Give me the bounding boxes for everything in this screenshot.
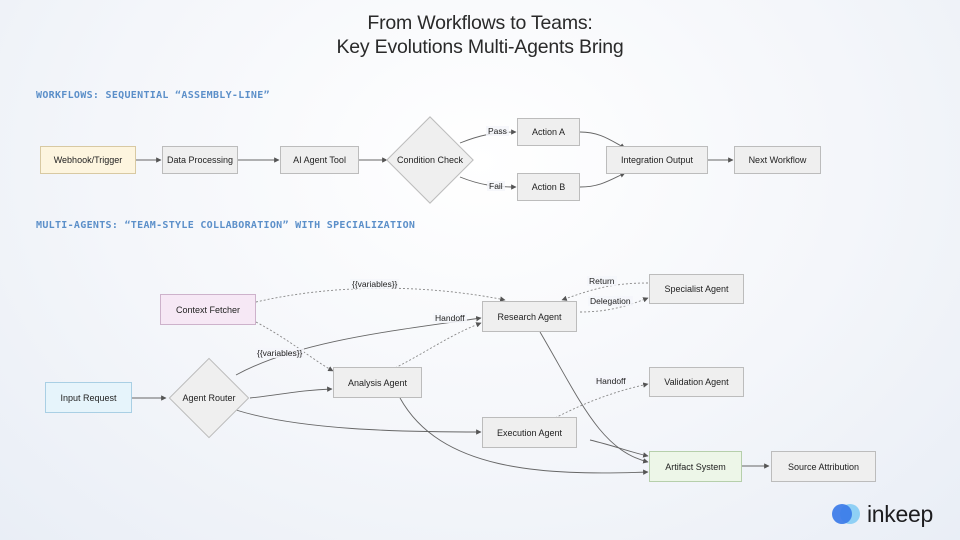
- edge-label-variables-mid: {{variables}}: [255, 348, 305, 358]
- node-analysis-agent: Analysis Agent: [333, 367, 422, 398]
- node-artifact-system: Artifact System: [649, 451, 742, 482]
- edge-context-to-research: [255, 287, 506, 303]
- logo-text: inkeep: [867, 500, 933, 527]
- edge-execution-handoff-validation: [554, 382, 649, 419]
- diagram-title-line1: From Workflows to Teams:: [367, 12, 593, 34]
- cloud-logo-icon: [832, 504, 860, 524]
- edge-context-to-analysis: [255, 321, 334, 372]
- edge-label-pass: Pass: [486, 126, 509, 136]
- edge-router-to-execution: [235, 409, 482, 435]
- node-agent-router: Agent Router: [167, 357, 251, 439]
- node-validation-agent: Validation Agent: [649, 367, 744, 397]
- edge-label-variables-top: {{variables}}: [350, 279, 400, 289]
- inkeep-logo: inkeep: [831, 500, 933, 528]
- node-action-b: Action B: [517, 173, 580, 201]
- node-condition-check: Condition Check: [386, 115, 474, 205]
- node-webhook-trigger: Webhook/Trigger: [40, 146, 136, 174]
- node-data-processing: Data Processing: [162, 146, 238, 174]
- node-integration-output: Integration Output: [606, 146, 708, 174]
- edge-label-handoff-research: Handoff: [433, 313, 467, 323]
- node-next-workflow: Next Workflow: [734, 146, 821, 174]
- edge-label-handoff-validation: Handoff: [594, 376, 628, 386]
- edge-router-to-analysis: [249, 386, 333, 399]
- diagram-title-line2: Key Evolutions Multi-Agents Bring: [336, 36, 624, 58]
- agent-router-label: Agent Router: [182, 393, 236, 403]
- edge-research-delegation: [579, 297, 649, 313]
- section-label-workflows: WORKFLOWS: SEQUENTIAL “ASSEMBLY-LINE”: [36, 90, 270, 101]
- node-research-agent: Research Agent: [482, 301, 577, 332]
- edge-analysis-to-artifact: [399, 397, 649, 475]
- edge-label-return: Return: [587, 276, 617, 286]
- node-ai-agent-tool: AI Agent Tool: [280, 146, 359, 174]
- edge-action-b-to-integration: [579, 172, 626, 188]
- node-context-fetcher: Context Fetcher: [160, 294, 256, 325]
- node-specialist-agent: Specialist Agent: [649, 274, 744, 304]
- edge-execution-to-artifact: [589, 439, 649, 458]
- node-source-attribution: Source Attribution: [771, 451, 876, 482]
- edge-label-fail: Fail: [487, 181, 505, 191]
- node-action-a: Action A: [517, 118, 580, 146]
- edge-analysis-handoff-research: [394, 322, 482, 369]
- node-input-request: Input Request: [45, 382, 132, 413]
- edge-research-to-artifact: [539, 331, 649, 464]
- node-execution-agent: Execution Agent: [482, 417, 577, 448]
- section-label-multi-agents: MULTI-AGENTS: “TEAM-STYLE COLLABORATION”…: [36, 220, 416, 231]
- condition-check-label: Condition Check: [396, 155, 464, 165]
- edge-label-delegation: Delegation: [588, 296, 633, 306]
